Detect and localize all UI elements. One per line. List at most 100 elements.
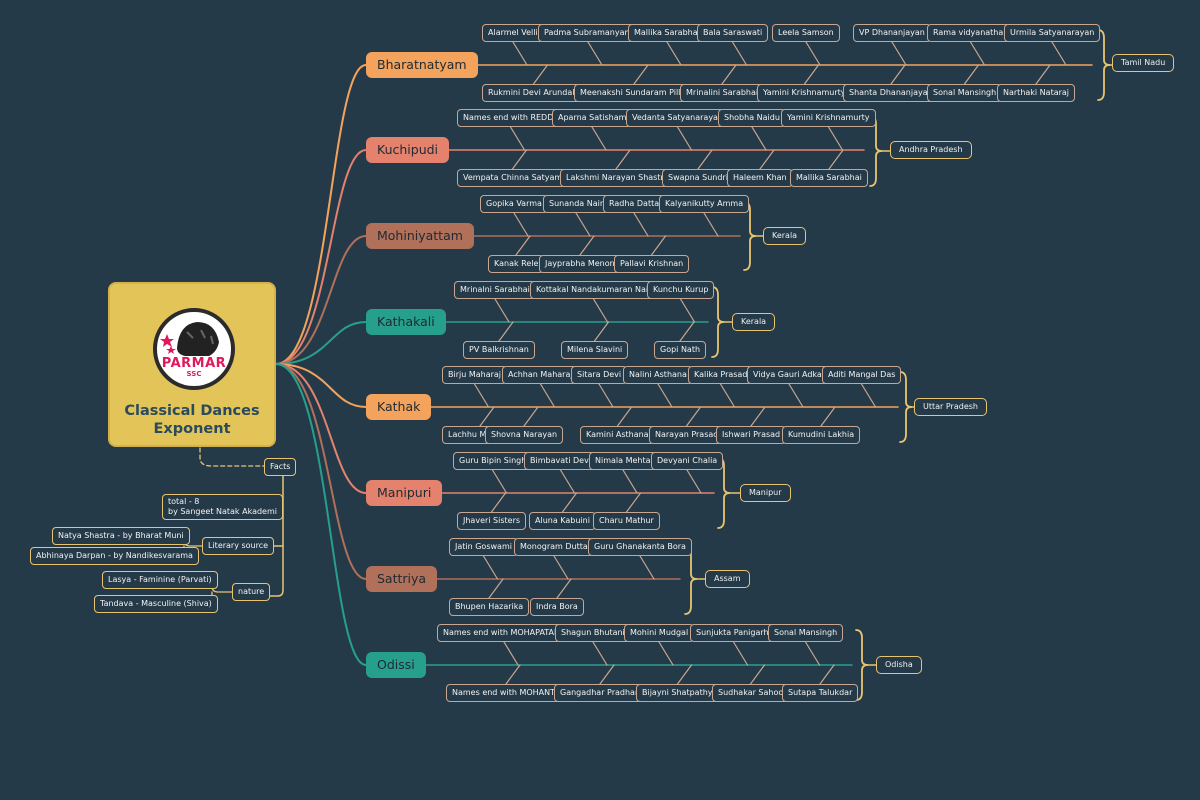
exponent-tag[interactable]: Padma Subramanyam — [538, 24, 639, 42]
connector-line — [490, 492, 507, 513]
exponent-tag[interactable]: Kottakal Nandakumaran Nair — [530, 281, 658, 299]
exponent-tag[interactable]: Devyani Chalia — [651, 452, 724, 470]
exponent-tag[interactable]: Bijayni Shatpathy — [636, 684, 719, 702]
region-tag[interactable]: Kerala — [763, 227, 807, 245]
exponent-tag[interactable]: Names end with REDDY — [457, 109, 564, 127]
exponent-tag[interactable]: Charu Mathur — [593, 512, 660, 530]
dance-kuchipudi[interactable]: Kuchipudi — [366, 137, 450, 163]
exponent-tag[interactable]: Monogram Dutta — [514, 538, 594, 556]
exponent-tag[interactable]: Sutapa Talukdar — [782, 684, 859, 702]
exponent-tag[interactable]: Bimbavati Devi — [524, 452, 598, 470]
literary-source-node[interactable]: Literary source — [202, 537, 275, 555]
exponent-tag[interactable]: Yamini Krishnamurty — [757, 84, 852, 102]
region-tag[interactable]: Manipur — [740, 484, 791, 502]
exponent-tag[interactable]: Meenakshi Sundaram Pillai — [574, 84, 694, 102]
literary-source-item[interactable]: Abhinaya Darpan - by Nandikesvarama — [30, 547, 199, 565]
exponent-tag[interactable]: Aluna Kabuini — [529, 512, 596, 530]
exponent-tag[interactable]: Radha Datta — [603, 195, 666, 213]
region-tag[interactable]: Odisha — [876, 656, 922, 674]
exponent-tag[interactable]: Guru Ghanakanta Bora — [588, 538, 692, 556]
exponent-tag[interactable]: Lakshmi Narayan Shastri — [560, 169, 672, 187]
exponent-tag[interactable]: Mallika Sarabhai — [628, 24, 706, 42]
exponent-tag[interactable]: Rama vidyanathan — [927, 24, 1015, 42]
exponent-tag[interactable]: Mrinalni Sarabhai — [454, 281, 536, 299]
exponent-tag[interactable]: Aparna Satisham — [552, 109, 633, 127]
exponent-tag[interactable]: Shovna Narayan — [485, 426, 564, 444]
exponent-tag[interactable]: Gopika Varma — [480, 195, 548, 213]
exponent-tag[interactable]: Sonal Mansingh — [768, 624, 844, 642]
exponent-tag[interactable]: PV Balkrishnan — [463, 341, 535, 359]
exponent-tag[interactable]: Jatin Goswami — [449, 538, 518, 556]
dance-bharatnatyam[interactable]: Bharatnatyam — [366, 52, 478, 78]
exponent-tag[interactable]: Haleem Khan — [727, 169, 793, 187]
central-topic[interactable]: PARMAR SSC Classical Dances Exponent — [108, 282, 276, 447]
exponent-tag[interactable]: Sunanda Nair — [543, 195, 610, 213]
dance-kathak[interactable]: Kathak — [366, 394, 432, 420]
exponent-tag[interactable]: Nimala Mehta — [589, 452, 657, 470]
exponent-tag[interactable]: Sunjukta Panigarhi — [690, 624, 777, 642]
exponent-tag[interactable]: Narthaki Nataraj — [997, 84, 1076, 102]
exponent-tag[interactable]: Guru Bipin Singh — [453, 452, 533, 470]
exponent-tag[interactable]: Nalini Asthana — [623, 366, 693, 384]
exponent-tag[interactable]: Sitara Devi — [571, 366, 628, 384]
exponent-tag[interactable]: Indra Bora — [530, 598, 584, 616]
region-tag[interactable]: Uttar Pradesh — [914, 398, 987, 416]
exponent-tag[interactable]: Rukmini Devi Arundale — [482, 84, 586, 102]
exponent-tag[interactable]: Yamini Krishnamurty — [781, 109, 876, 127]
exponent-tag[interactable]: Urmila Satyanarayan — [1004, 24, 1101, 42]
exponent-tag[interactable]: Kanak Rele — [488, 255, 545, 273]
dance-odissi[interactable]: Odissi — [366, 652, 426, 678]
facts-node[interactable]: Facts — [264, 458, 297, 476]
dance-mohiniyattam[interactable]: Mohiniyattam — [366, 223, 474, 249]
exponent-tag[interactable]: Kumudini Lakhia — [782, 426, 861, 444]
exponent-tag[interactable]: Birju Maharaj — [442, 366, 508, 384]
exponent-tag[interactable]: Aditi Mangal Das — [822, 366, 902, 384]
dance-kathakali[interactable]: Kathakali — [366, 309, 446, 335]
exponent-tag[interactable]: Ishwari Prasad — [716, 426, 787, 444]
exponent-tag[interactable]: Swapna Sundri — [662, 169, 734, 187]
exponent-tag[interactable]: Names end with MOHAPATARA — [437, 624, 571, 642]
nature-item[interactable]: Tandava - Masculine (Shiva) — [94, 595, 218, 613]
exponent-tag[interactable]: Vedanta Satyanarayan — [626, 109, 730, 127]
connector-line — [616, 406, 633, 427]
exponent-tag[interactable]: Kalyanikutty Amma — [659, 195, 750, 213]
exponent-tag[interactable]: Mallika Sarabhai — [790, 169, 868, 187]
exponent-tag[interactable]: Sonal Mansingh — [927, 84, 1003, 102]
literary-source-item[interactable]: Natya Shastra - by Bharat Muni — [52, 527, 190, 545]
exponent-tag[interactable]: Kamini Asthana — [580, 426, 655, 444]
exponent-tag[interactable]: Jhaveri Sisters — [457, 512, 527, 530]
region-tag[interactable]: Kerala — [732, 313, 776, 331]
region-tag[interactable]: Tamil Nadu — [1112, 54, 1175, 72]
nature-node[interactable]: nature — [232, 583, 271, 601]
nature-item[interactable]: Lasya - Faminine (Parvati) — [102, 571, 218, 589]
exponent-tag[interactable]: Milena Slavini — [561, 341, 629, 359]
exponent-tag[interactable]: VP Dhananjayan — [853, 24, 931, 42]
exponent-tag[interactable]: Shobha Naidu — [718, 109, 786, 127]
exponent-tag[interactable]: Kunchu Kurup — [647, 281, 715, 299]
exponent-tag[interactable]: Bhupen Hazarika — [449, 598, 530, 616]
exponent-tag[interactable]: Sudhakar Sahoo — [712, 684, 790, 702]
facts-total[interactable]: total - 8 by Sangeet Natak Akademi — [162, 494, 283, 520]
exponent-tag[interactable]: Achhan Maharaj — [502, 366, 579, 384]
exponent-tag[interactable]: Mrinalini Sarabhai — [680, 84, 765, 102]
dance-manipuri[interactable]: Manipuri — [366, 480, 443, 506]
exponent-tag[interactable]: Narayan Prasad — [649, 426, 725, 444]
exponent-tag[interactable]: Bala Saraswati — [697, 24, 769, 42]
exponent-tag[interactable]: Shagun Bhutani — [555, 624, 631, 642]
exponent-tag[interactable]: Alarmel Velli — [482, 24, 544, 42]
exponent-tag[interactable]: Vempata Chinna Satyam — [457, 169, 569, 187]
exponent-tag[interactable]: Gangadhar Pradhan — [554, 684, 647, 702]
exponent-tag[interactable]: Vidya Gauri Adkar — [747, 366, 832, 384]
region-tag[interactable]: Assam — [705, 570, 750, 588]
region-tag[interactable]: Andhra Pradesh — [890, 141, 972, 159]
connector-line — [592, 298, 609, 323]
exponent-tag[interactable]: Mohini Mudgal — [624, 624, 695, 642]
exponent-tag[interactable]: Names end with MOHANTY — [446, 684, 566, 702]
exponent-tag[interactable]: Jayprabha Menon — [539, 255, 621, 273]
exponent-tag[interactable]: Pallavi Krishnan — [614, 255, 690, 273]
exponent-tag[interactable]: Kalika Prasad — [688, 366, 754, 384]
exponent-tag[interactable]: Leela Samson — [772, 24, 840, 42]
dance-sattriya[interactable]: Sattriya — [366, 566, 438, 592]
exponent-tag[interactable]: Shanta Dhananjayan — [843, 84, 939, 102]
exponent-tag[interactable]: Gopi Nath — [654, 341, 707, 359]
